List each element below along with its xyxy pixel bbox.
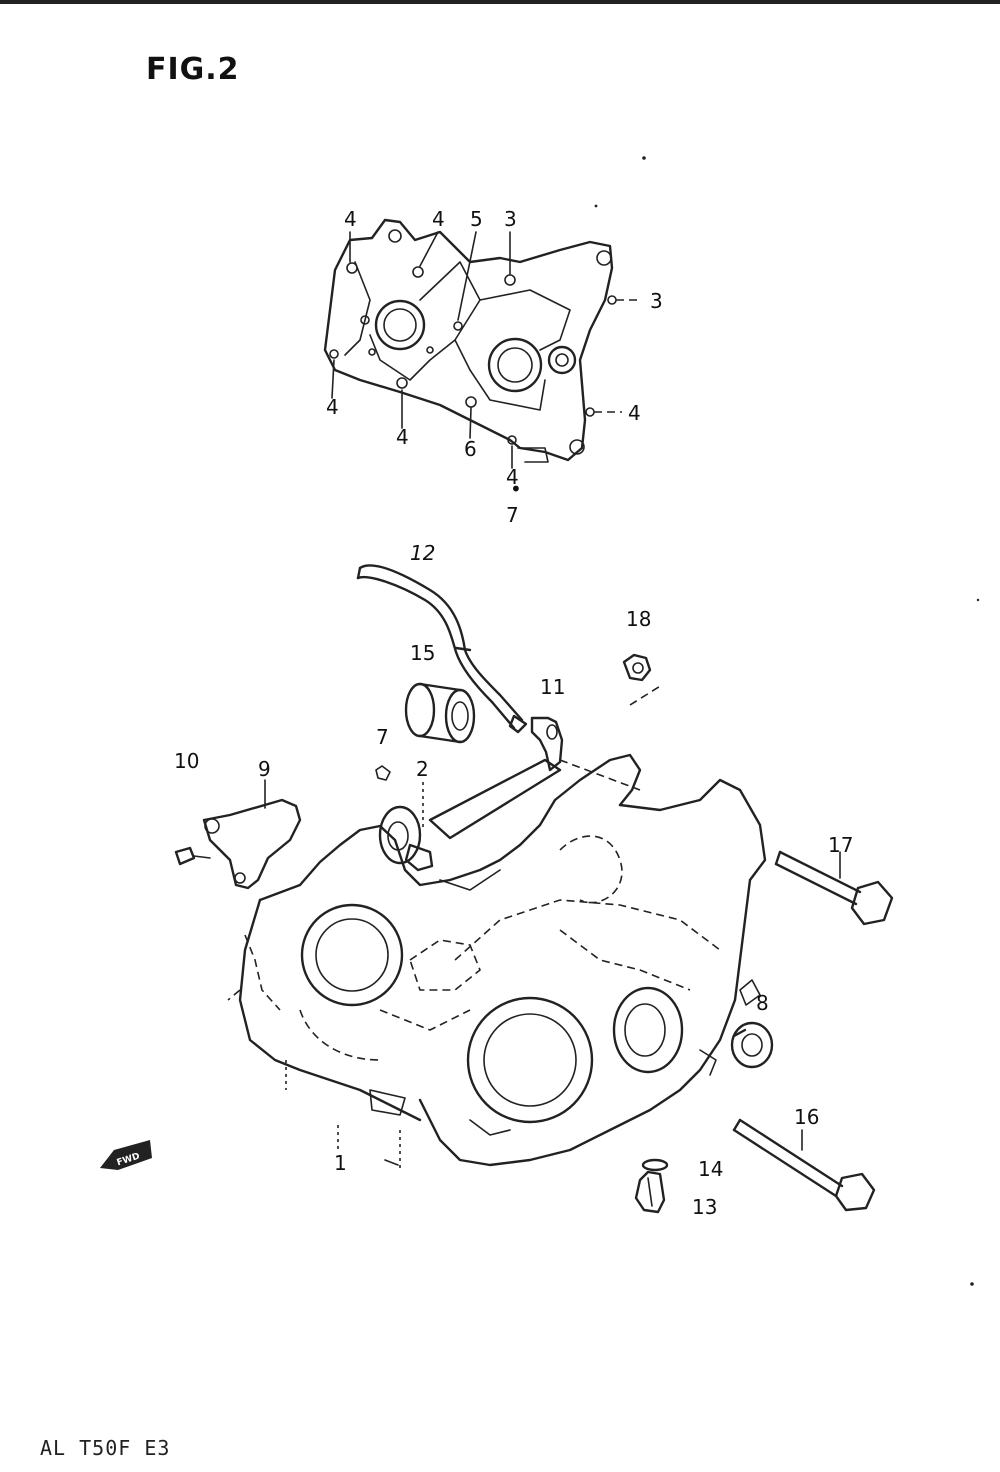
washer-part-14 [641, 1158, 669, 1172]
callout-1: 1 [334, 1151, 347, 1175]
nut-part-18 [622, 653, 663, 706]
callout-5: 5 [470, 207, 483, 231]
callout-18: 18 [626, 607, 651, 631]
callout-2: 2 [416, 757, 429, 781]
callout-4: 4 [344, 207, 357, 231]
breather-hose [356, 564, 528, 734]
callout-11: 11 [540, 675, 565, 699]
callout-12: 12 [410, 541, 435, 565]
callout-14: 14 [698, 1157, 723, 1181]
bolt-part-10 [174, 846, 211, 866]
callout-10: 10 [174, 749, 199, 773]
callout-7: 7 [376, 725, 389, 749]
callout-17: 17 [828, 833, 853, 857]
callout-16: 16 [794, 1105, 819, 1129]
forward-direction-arrow-icon: FWD [100, 1140, 152, 1170]
crankcase-assembly [227, 753, 767, 1170]
bolt-part-17 [774, 850, 894, 926]
callout-4: 4 [506, 465, 519, 489]
cover-part-9 [202, 779, 302, 890]
bolt-part-16 [732, 1118, 876, 1212]
model-code-footer: AL T50F E3 [40, 1436, 171, 1460]
callout-4: 4 [628, 401, 641, 425]
oil-seal-part-15 [404, 682, 476, 744]
callout-separator: • [510, 477, 522, 501]
callout-4: 4 [396, 425, 409, 449]
top-border-rule [0, 0, 1000, 4]
callout-3: 3 [650, 289, 663, 313]
callout-9: 9 [258, 757, 271, 781]
oil-seal-part-8 [730, 1021, 774, 1069]
union-fitting-part-11 [530, 716, 641, 791]
callout-labels: 4 4 5 3 3 4 4 4 6 4 • 7 12 18 15 11 7 2 … [174, 207, 853, 1219]
crankcase-gasket [323, 218, 617, 463]
callout-4: 4 [432, 207, 445, 231]
callout-15: 15 [410, 641, 435, 665]
callout-7: 7 [506, 503, 519, 527]
callout-3: 3 [504, 207, 517, 231]
callout-4: 4 [326, 395, 339, 419]
callout-6: 6 [464, 437, 477, 461]
callout-13: 13 [692, 1195, 717, 1219]
scan-specks [594, 156, 980, 1286]
callout-8: 8 [756, 991, 769, 1015]
plug-part-13 [634, 1170, 666, 1214]
figure-title: FIG.2 [146, 52, 240, 87]
gasket-leader-lines [331, 231, 640, 469]
dowel-pin-part-7 [375, 765, 391, 781]
